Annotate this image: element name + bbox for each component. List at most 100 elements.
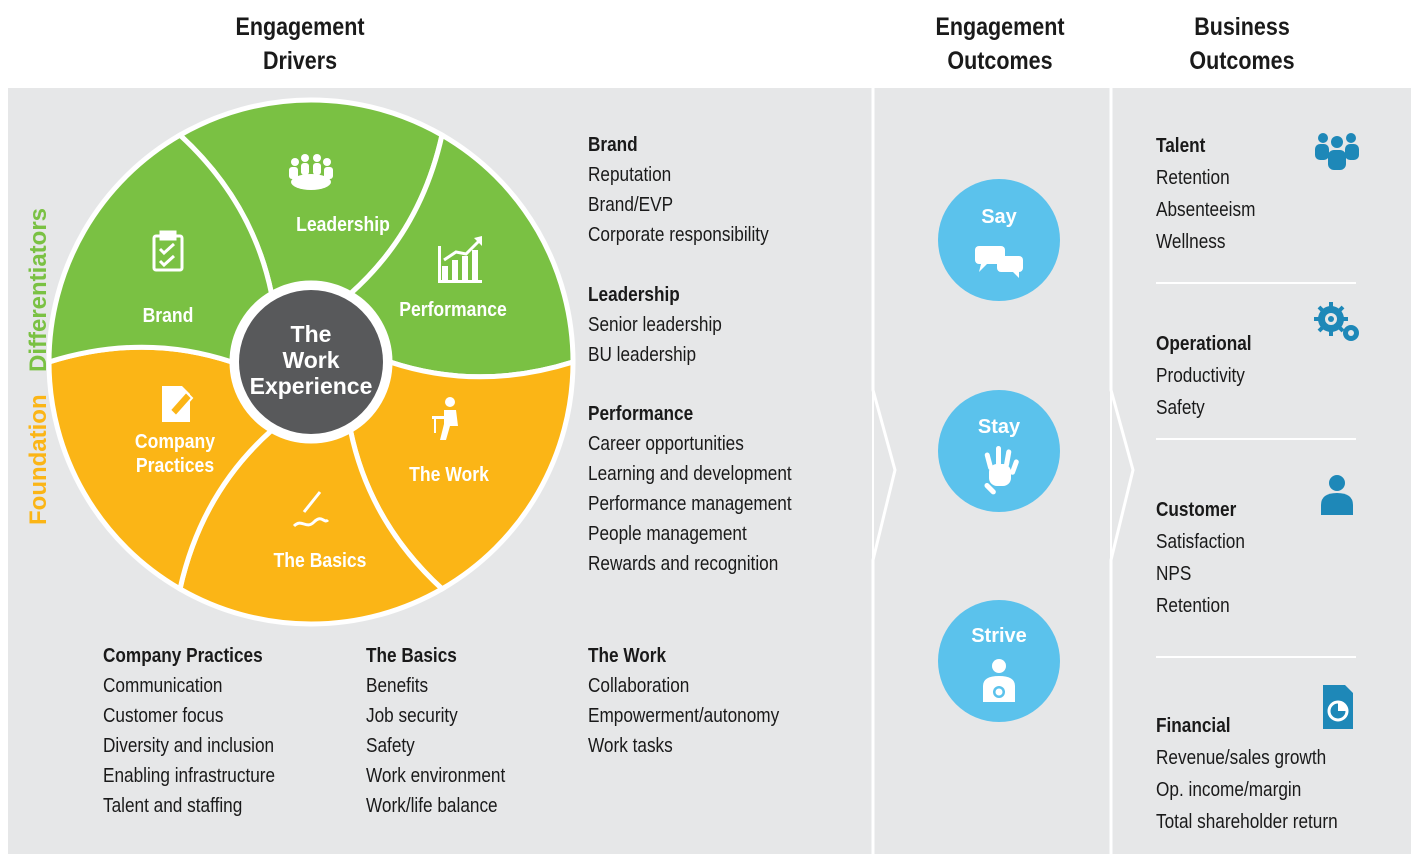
list-item: Senior leadership bbox=[588, 314, 722, 336]
group-people-icon bbox=[1315, 133, 1359, 170]
list-item: Learning and development bbox=[588, 463, 792, 485]
pie-document-icon bbox=[1323, 685, 1353, 729]
outcome-stay: Stay bbox=[938, 390, 1060, 512]
list-item: Absenteeism bbox=[1156, 199, 1256, 221]
chevron-arrow bbox=[1109, 88, 1135, 854]
business-financial: Financial Revenue/sales growth Op. incom… bbox=[1156, 710, 1338, 838]
list-item: Retention bbox=[1156, 167, 1230, 189]
header-line: Drivers bbox=[262, 47, 338, 75]
wheel-label-leadership: Leadership bbox=[296, 213, 390, 235]
list-item: Brand/EVP bbox=[588, 194, 674, 216]
list-item: Diversity and inclusion bbox=[103, 735, 275, 757]
list-item: Work/life balance bbox=[366, 795, 498, 817]
person-at-desk-icon bbox=[432, 397, 458, 440]
column-divider bbox=[872, 88, 874, 854]
list-item: Rewards and recognition bbox=[588, 553, 779, 575]
header-line: Outcomes bbox=[1189, 47, 1295, 75]
list-title: The Work bbox=[588, 645, 667, 667]
list-item: Satisfaction bbox=[1156, 531, 1245, 553]
business-title: Customer bbox=[1156, 499, 1237, 521]
header-line: Engagement bbox=[935, 13, 1065, 41]
list-item: Collaboration bbox=[588, 675, 690, 697]
header-line: Outcomes bbox=[947, 47, 1053, 75]
center-label-line: The bbox=[291, 321, 332, 347]
outcome-label: Strive bbox=[971, 625, 1027, 647]
list-item: Job security bbox=[366, 705, 458, 727]
list-item: Enabling infrastructure bbox=[103, 765, 276, 787]
divider bbox=[1156, 438, 1356, 440]
outcome-say: Say bbox=[938, 179, 1060, 301]
list-item: Performance management bbox=[588, 493, 792, 515]
hand-icon bbox=[984, 446, 1019, 495]
business-customer: Customer Satisfaction NPS Retention bbox=[1156, 494, 1245, 622]
list-item: Benefits bbox=[366, 675, 429, 697]
wheel-label-brand: Brand bbox=[143, 304, 194, 326]
driver-list-brand: Brand Reputation Brand/EVP Corporate res… bbox=[588, 130, 769, 250]
business-title: Financial bbox=[1156, 715, 1231, 737]
driver-list-leadership: Leadership Senior leadership BU leadersh… bbox=[588, 280, 722, 370]
header-engagement-outcomes: Engagement Outcomes bbox=[914, 10, 1086, 78]
divider bbox=[1156, 282, 1356, 284]
outcome-label: Stay bbox=[978, 416, 1021, 438]
center-circle bbox=[239, 290, 383, 434]
speech-bubbles-icon bbox=[975, 246, 1023, 278]
header-business-outcomes: Business Outcomes bbox=[1156, 10, 1328, 78]
list-item: Op. income/margin bbox=[1156, 779, 1302, 801]
list-title: Brand bbox=[588, 134, 638, 156]
list-title: Performance bbox=[588, 403, 694, 425]
divider bbox=[1156, 656, 1356, 658]
foundation-label: Foundation bbox=[25, 394, 52, 525]
business-operational: Operational Productivity Safety bbox=[1156, 328, 1252, 424]
list-title: Leadership bbox=[588, 284, 680, 306]
business-icons bbox=[1314, 133, 1359, 729]
list-item: Reputation bbox=[588, 164, 672, 186]
list-item: Wellness bbox=[1156, 231, 1226, 253]
clipboard-check-icon bbox=[152, 230, 184, 272]
list-item: Safety bbox=[366, 735, 415, 757]
header-engagement-drivers: Engagement Drivers bbox=[214, 10, 386, 78]
list-title: The Basics bbox=[366, 645, 457, 667]
list-item: Corporate responsibility bbox=[588, 224, 769, 246]
gears-icon bbox=[1314, 302, 1359, 341]
wheel-label-the-work: The Work bbox=[409, 463, 489, 485]
business-title: Operational bbox=[1156, 333, 1252, 355]
document-edit-icon bbox=[162, 386, 194, 422]
header-line: Business bbox=[1194, 13, 1290, 41]
team-meeting-icon bbox=[289, 154, 333, 190]
business-title: Talent bbox=[1156, 135, 1206, 157]
business-talent: Talent Retention Absenteeism Wellness bbox=[1156, 130, 1255, 258]
list-item: BU leadership bbox=[588, 344, 697, 366]
wheel-label-company-practices: Company bbox=[135, 430, 216, 452]
wheel-label-performance: Performance bbox=[399, 298, 507, 320]
center-label: The Work Experience bbox=[250, 321, 373, 399]
list-title: Company Practices bbox=[103, 645, 263, 667]
list-item: Talent and staffing bbox=[103, 795, 243, 817]
outcome-circle bbox=[938, 179, 1060, 301]
bar-chart-icon bbox=[438, 236, 482, 283]
list-item: Retention bbox=[1156, 595, 1230, 617]
driver-list-company-practices: Company Practices Communication Customer… bbox=[103, 641, 275, 821]
driver-list-the-work: The Work Collaboration Empowerment/auton… bbox=[588, 641, 779, 761]
outcome-label: Say bbox=[981, 206, 1017, 228]
outcome-strive: Strive bbox=[938, 600, 1060, 722]
center-label-line: Work bbox=[282, 347, 339, 373]
wheel-label-company-practices: Practices bbox=[136, 454, 214, 476]
list-item: Work environment bbox=[366, 765, 506, 787]
header-line: Engagement bbox=[235, 13, 365, 41]
medal-person-icon bbox=[983, 659, 1015, 702]
driver-list-the-basics: The Basics Benefits Job security Safety … bbox=[366, 641, 505, 821]
list-item: Revenue/sales growth bbox=[1156, 747, 1327, 769]
list-item: Career opportunities bbox=[588, 433, 744, 455]
wheel-segments bbox=[46, 97, 576, 627]
column-divider bbox=[1110, 88, 1112, 854]
list-item: Customer focus bbox=[103, 705, 224, 727]
driver-list-performance: Performance Career opportunities Learnin… bbox=[588, 399, 792, 579]
list-item: Safety bbox=[1156, 397, 1205, 419]
person-icon bbox=[1321, 475, 1353, 515]
list-item: Empowerment/autonomy bbox=[588, 705, 780, 727]
center-label-line: Experience bbox=[250, 373, 373, 399]
pen-signature-icon bbox=[292, 491, 330, 528]
list-item: Communication bbox=[103, 675, 223, 697]
